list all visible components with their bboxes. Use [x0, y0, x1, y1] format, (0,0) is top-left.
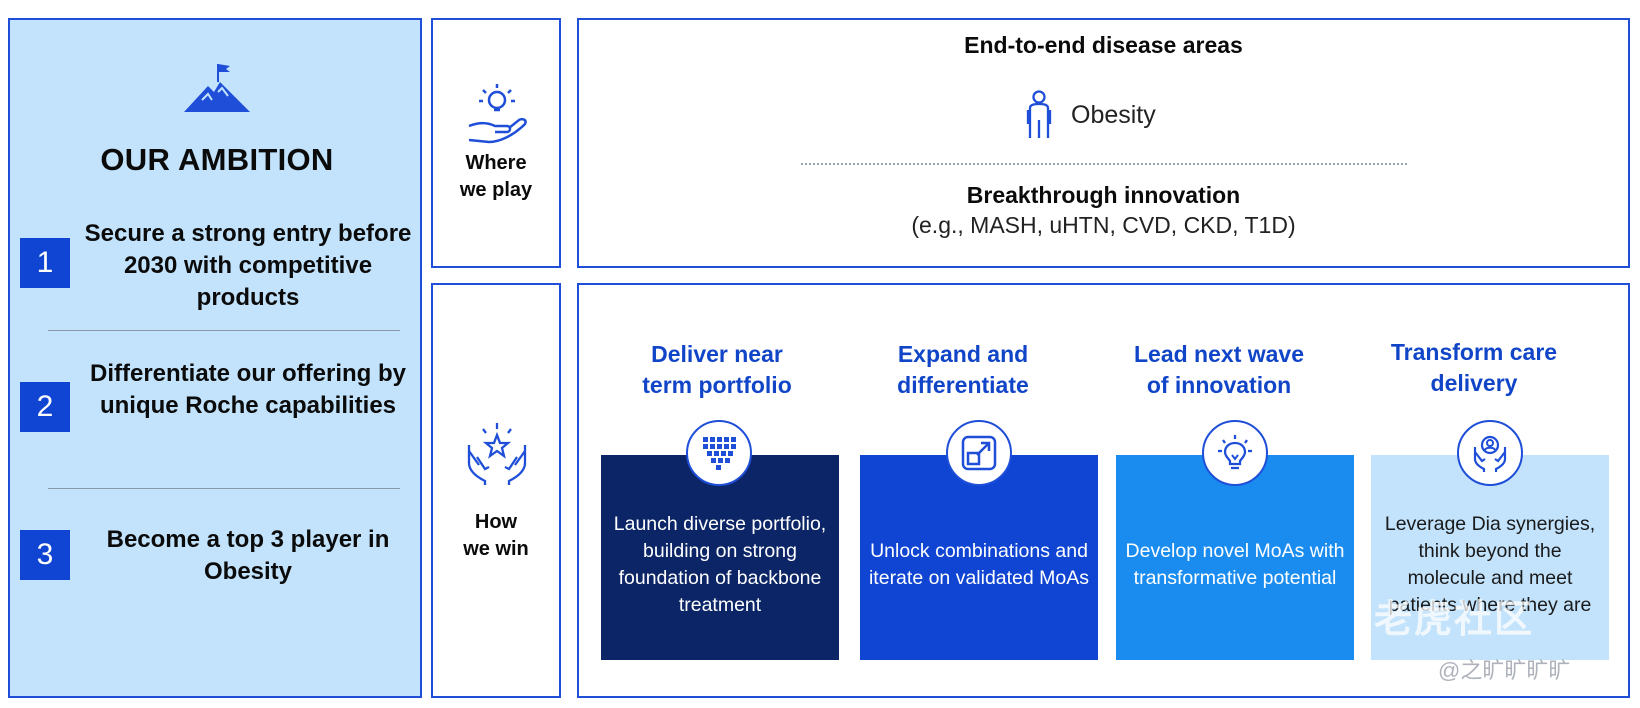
pillar-1-text: Launch diverse portfolio, building on st… [613, 512, 827, 616]
how-we-win-panel: Deliver near term portfolio Launch diver… [577, 283, 1630, 698]
hands-star-icon [467, 423, 527, 485]
pillar-4-title: Transform care delivery [1390, 339, 1558, 396]
how-we-win-label-box: How we win [431, 283, 561, 698]
goal-number-3: 3 [20, 530, 70, 580]
innovation-examples: (e.g., MASH, uHTN, CVD, CKD, T1D) [911, 212, 1296, 238]
pillar-2-title: Expand and differentiate [897, 341, 1029, 398]
ambition-title: OUR AMBITION [100, 142, 334, 177]
lightbulb-icon [1218, 435, 1252, 470]
person-icon [1026, 90, 1052, 138]
pillar-2-icon-circle [946, 420, 1012, 486]
where-we-play-panel: End-to-end disease areas Obesity Breakth… [577, 18, 1630, 268]
pillar-1-title: Deliver near term portfolio [642, 341, 792, 398]
where-label-line1: Where [465, 152, 527, 174]
pillar-4-icon-circle [1457, 420, 1523, 486]
pillar-4-text: Leverage Dia synergies, think beyond the… [1384, 512, 1596, 616]
how-label-line2: we win [463, 538, 529, 560]
pillar-3-icon-circle [1202, 420, 1268, 486]
divider [48, 330, 400, 331]
expand-arrow-icon [961, 435, 997, 471]
watermark-logo-text: 老虎社区 [1374, 599, 1535, 641]
watermark-handle: @之旷旷旷旷 [1438, 658, 1571, 683]
where-we-play-label-box: Where we play [431, 18, 561, 268]
goal-text-3: Become a top 3 player in Obesity [106, 526, 390, 585]
pillar-1-card: Launch diverse portfolio, building on st… [601, 455, 839, 660]
mountain-flag-icon [184, 64, 250, 112]
ambition-panel: OUR AMBITION 1 Secure a strong entry bef… [8, 18, 422, 698]
pillar-2-text: Unlock combinations and iterate on valid… [868, 539, 1090, 589]
goal-text-1: Secure a strong entry before 2030 with c… [84, 220, 412, 311]
hand-lightbulb-icon [468, 84, 527, 144]
pillar-2-card: Unlock combinations and iterate on valid… [860, 455, 1098, 660]
goal-text-2: Differentiate our offering by unique Roc… [89, 360, 407, 419]
obesity-row: Obesity [1025, 90, 1156, 140]
divider [48, 488, 400, 489]
care-hands-icon [1473, 435, 1507, 472]
disease-areas-title: End-to-end disease areas [964, 32, 1243, 58]
grid-funnel-icon [703, 437, 736, 470]
pillar-4-card: Leverage Dia synergies, think beyond the… [1371, 455, 1609, 660]
pillar-3-text: Develop novel MoAs with transformative p… [1125, 539, 1345, 589]
goal-number-1: 1 [20, 238, 70, 288]
dotted-divider [801, 163, 1407, 165]
how-label-line1: How [474, 511, 518, 533]
obesity-label: Obesity [1071, 100, 1156, 129]
where-label-line2: we play [459, 179, 533, 201]
pillar-1-icon-circle [686, 420, 752, 486]
goal-number-2: 2 [20, 382, 70, 432]
innovation-title: Breakthrough innovation [966, 182, 1241, 208]
pillar-3-title: Lead next wave of innovation [1133, 341, 1305, 398]
pillar-3-card: Develop novel MoAs with transformative p… [1116, 455, 1354, 660]
